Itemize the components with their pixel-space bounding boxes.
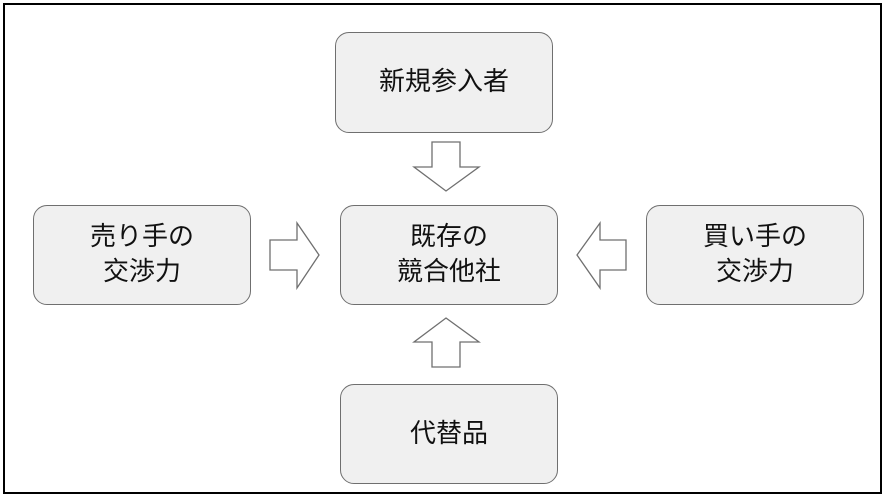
substitutes-label: 代替品: [409, 418, 488, 449]
existing-competitors-label-line-2: 競合他社: [396, 257, 501, 287]
new-entrants-label: 新規参入者: [378, 67, 509, 97]
up-arrow-icon: [412, 317, 481, 368]
supplier-power-label-line-1: 売り手の: [89, 222, 194, 252]
right-arrow-icon: [269, 220, 320, 291]
new-entrants-box: 新規参入者: [335, 32, 553, 133]
buyer-power-label-line-1: 買い手の: [702, 222, 807, 252]
buyer-power-label-line-2: 交渉力: [715, 257, 794, 287]
substitutes-box: 代替品: [340, 384, 558, 484]
existing-competitors-box: 既存の 競合他社: [340, 205, 558, 305]
existing-competitors-label-line-1: 既存の: [409, 222, 488, 252]
supplier-power-box: 売り手の 交渉力: [33, 205, 251, 305]
down-arrow-icon: [412, 141, 481, 192]
left-arrow-icon: [576, 220, 627, 291]
buyer-power-box: 買い手の 交渉力: [646, 205, 864, 305]
supplier-power-label-line-2: 交渉力: [102, 257, 181, 287]
diagram-frame: [3, 3, 882, 494]
